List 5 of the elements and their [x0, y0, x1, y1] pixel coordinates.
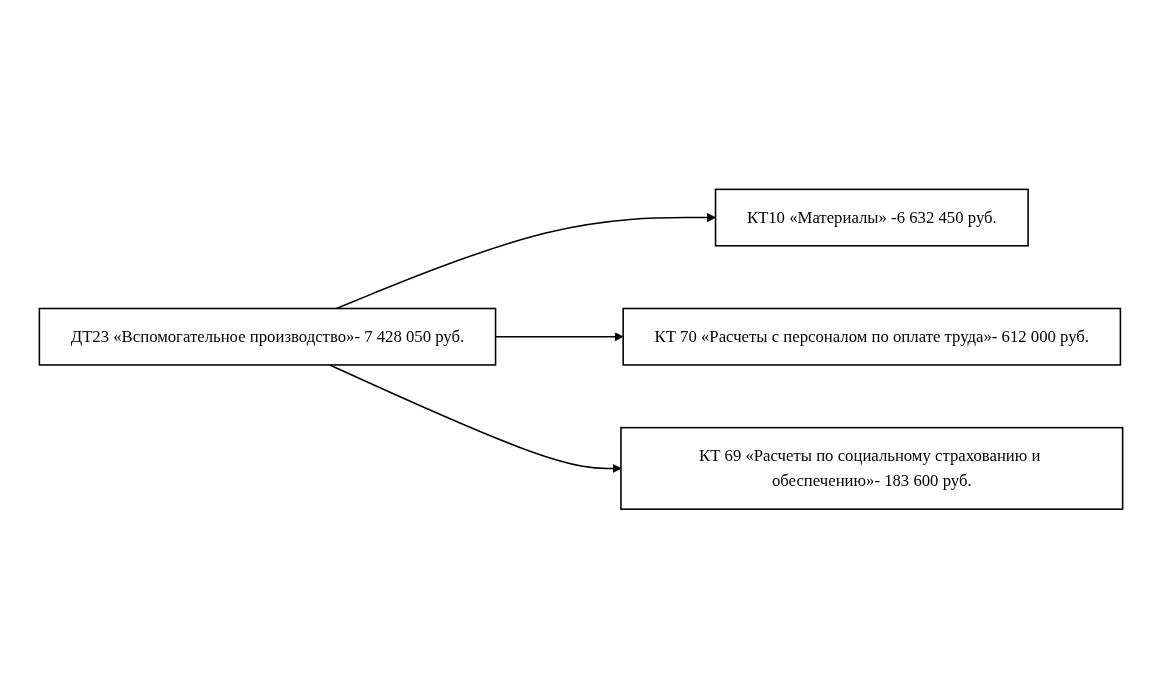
- arrow: [335, 213, 716, 310]
- node-box: КТ 69 «Расчеты по социальному страхованию и обеспечению»- 183 600 руб.: [620, 427, 1124, 511]
- node-box: КТ 70 «Расчеты с персоналом по оплате труда»- 612 000 руб.: [622, 307, 1122, 366]
- node-box: КТ10 «Материалы» -6 632 450 руб.: [714, 188, 1029, 247]
- node-box: ДТ23 «Вспомогательное производство»- 7 428 050 руб.: [38, 307, 497, 366]
